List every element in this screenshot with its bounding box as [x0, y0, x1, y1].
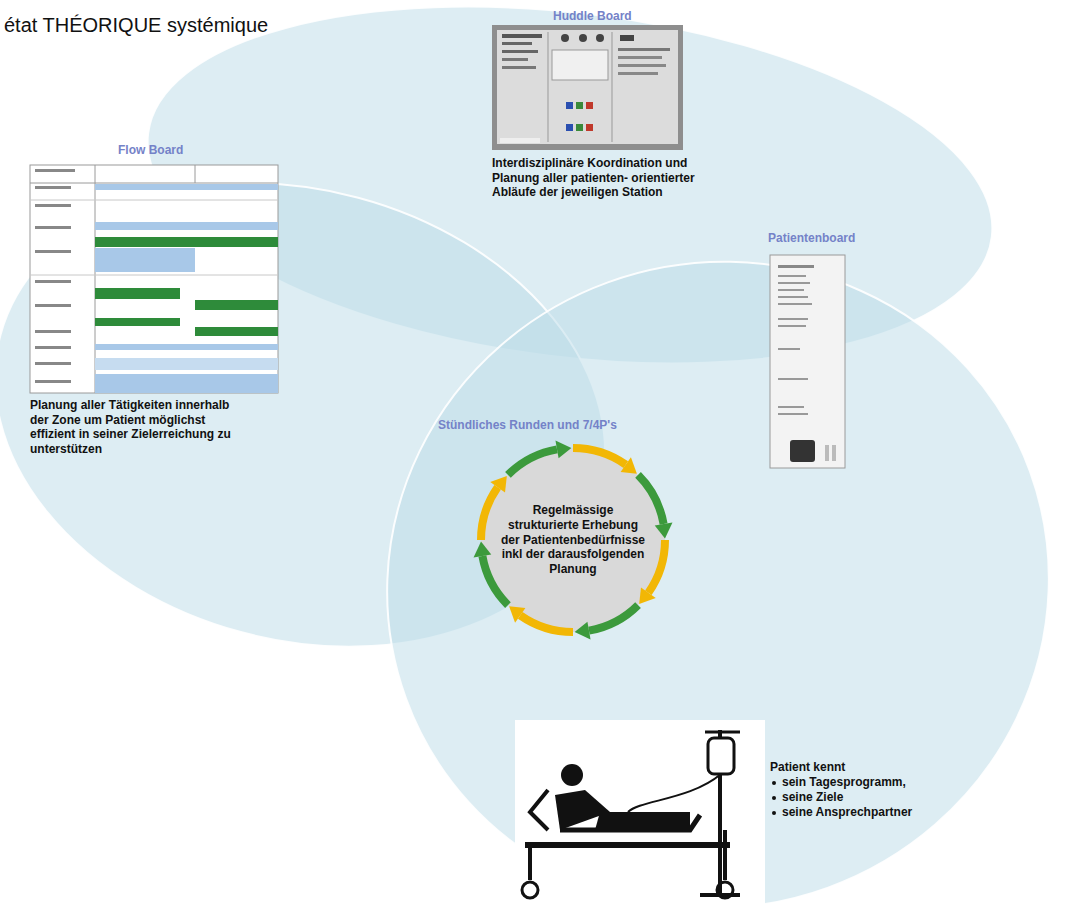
flow-board-table — [30, 165, 278, 393]
patient-bed-icon — [515, 720, 765, 909]
board-caption: Interdisziplinäre Koordination und Planu… — [492, 156, 707, 200]
board-caption: Patient kennt — [770, 760, 845, 775]
cycle-text: Regelmässige strukturierte Erhebung der … — [498, 503, 648, 576]
board-caption: Planung aller Tätigkeiten innerhalb der … — [30, 398, 235, 457]
board-title: Flow Board — [118, 143, 183, 158]
cycle-title: Stündliches Runden und 7/4P's — [438, 418, 617, 433]
bullet-item: sein Tagesprogramm, — [782, 775, 906, 790]
patient-board-photo — [770, 255, 845, 468]
bullet-item: seine Ziele — [782, 790, 843, 805]
slide-heading: état THÉORIQUE systémique — [4, 14, 268, 37]
zone-node: Stündliches Runden und 7/4P'sRegelmässig… — [430, 414, 720, 640]
bullet-dot — [772, 811, 776, 815]
cycle-disc — [481, 448, 665, 632]
bullet-dot — [772, 796, 776, 800]
huddle-board-photo — [492, 25, 683, 150]
bullet-dot — [772, 781, 776, 785]
zone-ellipse — [296, 169, 1083, 909]
board-title: Huddle Board — [553, 9, 632, 24]
bullet-item: seine Ansprechpartner — [782, 805, 912, 820]
board-title: Patientenboard — [768, 231, 855, 246]
